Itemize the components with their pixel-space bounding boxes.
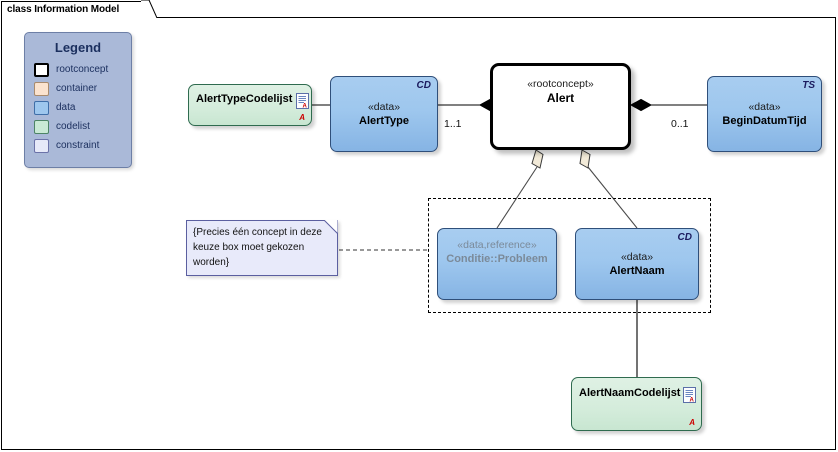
legend-swatch-container [34,81,49,96]
node-stereotype-conditie-probleem: «data,reference» [457,239,537,251]
legend-item-container: container [25,79,131,98]
legend-item-codelist: codelist [25,117,131,136]
legend-item-constraint: constraint [25,136,131,155]
node-name-alert-type: AlertType [359,115,409,127]
node-begin-datum-tijd[interactable]: TS «data» BeginDatumTijd [707,76,822,152]
node-tag-alert-type: CD [416,80,431,91]
legend-swatch-codelist [34,119,49,134]
diagram-title-tab: class Information Model [1,1,149,18]
node-tag-alert-naam: CD [677,232,692,243]
node-name-alert-naam: AlertNaam [609,265,665,277]
legend-label-data: data [56,102,76,113]
legend-title: Legend [54,40,102,55]
node-alert-type[interactable]: CD «data» AlertType [330,76,438,152]
legend-swatch-data [34,100,49,115]
node-alert-naam-codelijst[interactable]: AlertNaamCodelijst A A [571,377,702,431]
svg-text:A: A [303,104,308,110]
node-alert-type-codelijst[interactable]: AlertTypeCodelijst A A [188,84,312,126]
document-icon: A [683,387,697,404]
legend-label-rootconcept: rootconcept [56,64,109,75]
legend-item-data: data [25,98,131,117]
legend-label-container: container [56,83,98,94]
constraint-note-text: {Precies één concept in deze keuze box m… [193,227,322,268]
choice-box-boundary [428,198,711,313]
title-tab-slant [141,0,157,18]
node-stereotype-alert: «rootconcept» [527,78,594,90]
diagram-title: class Information Model [7,4,120,15]
legend-swatch-constraint [34,138,49,153]
node-name-alert: Alert [546,91,575,105]
codelist-marker-a: A [299,113,305,122]
legend-panel: Legend rootconcept container data codeli… [24,32,132,168]
node-name-begin-datum-tijd: BeginDatumTijd [722,115,807,127]
node-stereotype-alert-type: «data» [367,101,401,113]
node-conditie-probleem[interactable]: «data,reference» Conditie::Probleem [437,228,557,300]
codelist-marker-a: A [689,418,695,427]
node-label-alert-type-codelijst: AlertTypeCodelijst [196,93,293,105]
node-alert-naam[interactable]: CD «data» AlertNaam [575,228,699,300]
node-stereotype-begin-datum-tijd: «data» [748,101,781,113]
svg-text:A: A [690,398,695,404]
node-stereotype-alert-naam: «data» [620,251,654,263]
legend-label-constraint: constraint [56,140,100,151]
note-fold-corner [323,219,339,235]
constraint-note[interactable]: {Precies één concept in deze keuze box m… [186,219,339,276]
node-label-alert-naam-codelijst: AlertNaamCodelijst [579,387,681,399]
legend-swatch-rootconcept [34,62,49,77]
node-alert[interactable]: «rootconcept» Alert [490,63,631,150]
legend-label-codelist: codelist [56,121,90,132]
node-name-conditie-probleem: Conditie::Probleem [446,253,548,265]
node-tag-begin-datum-tijd: TS [802,80,815,91]
legend-item-rootconcept: rootconcept [25,60,131,79]
document-icon: A [296,93,310,110]
